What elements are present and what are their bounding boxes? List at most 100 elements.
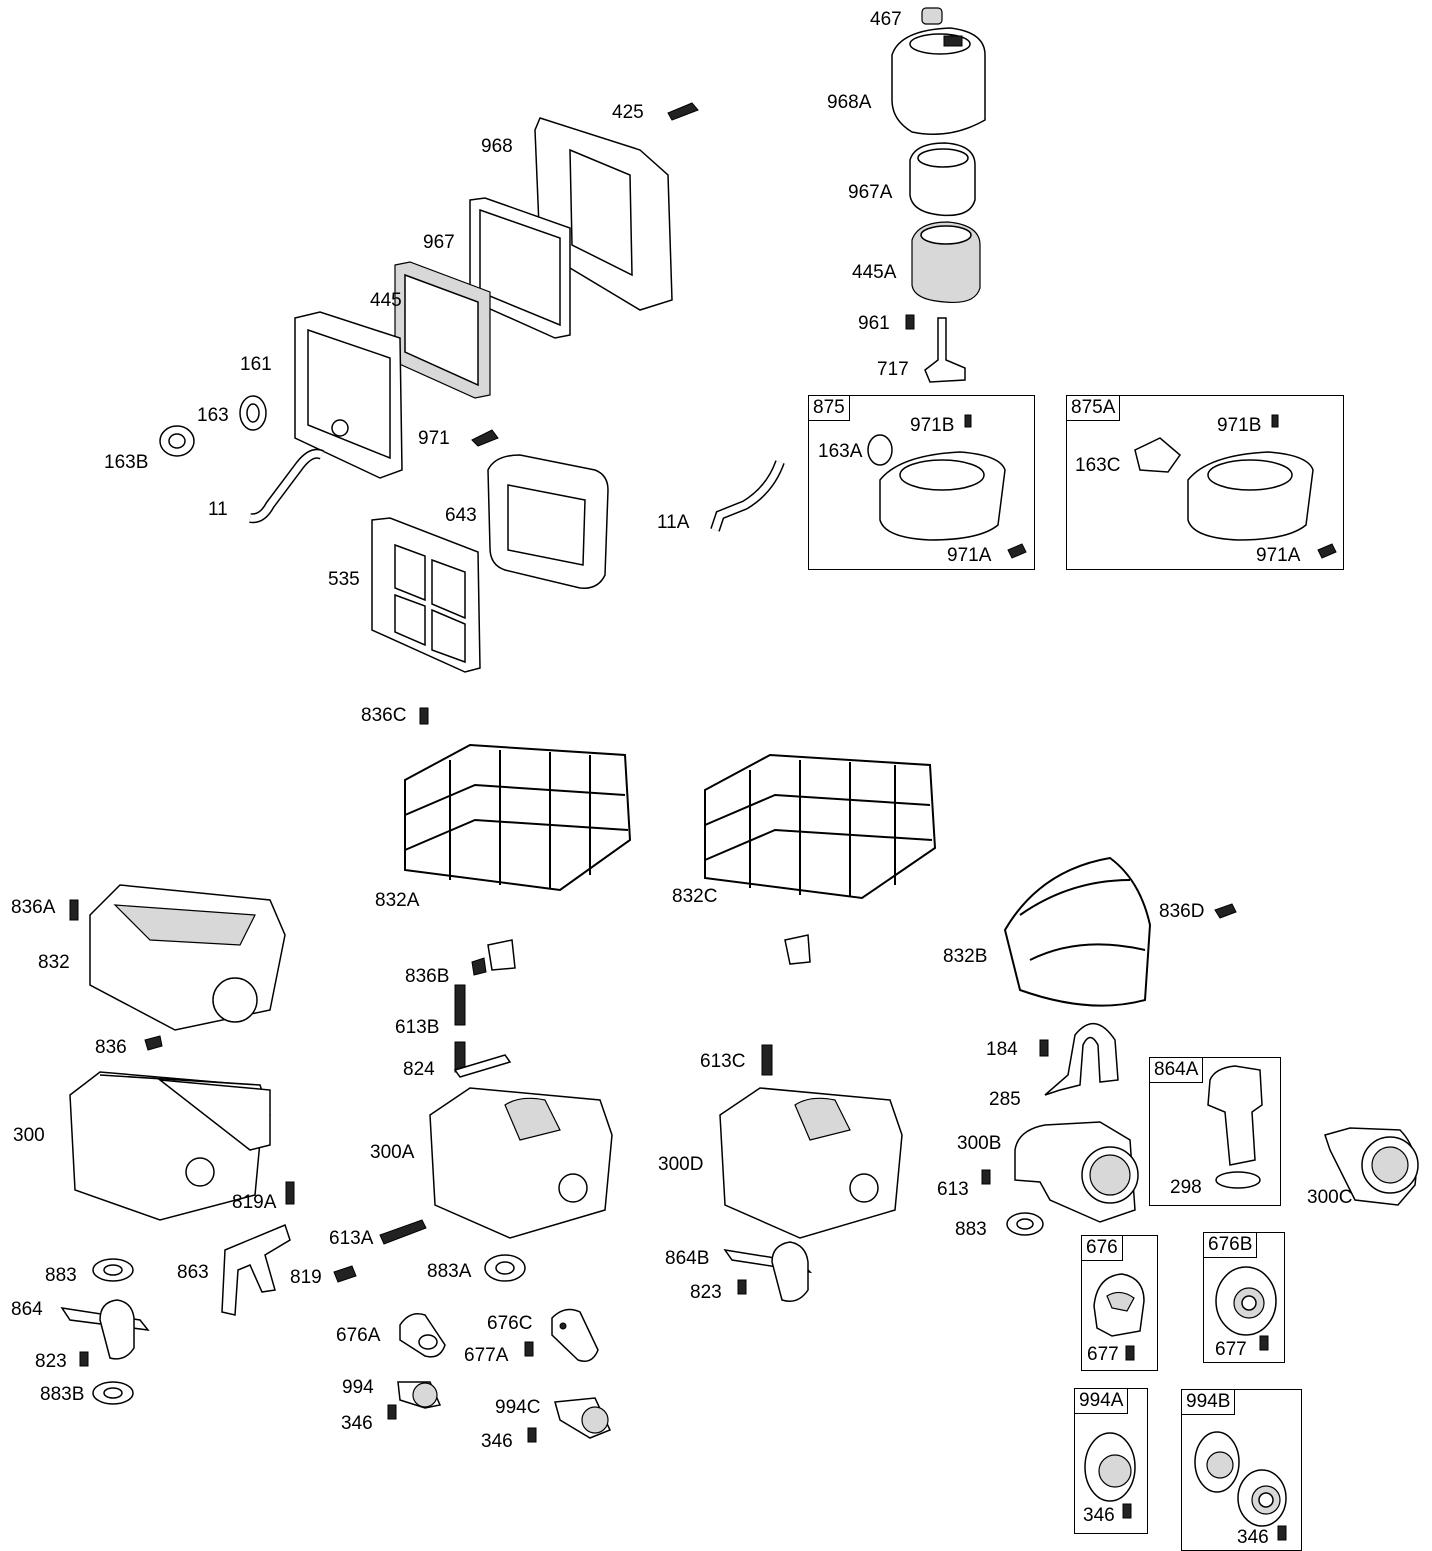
- callout-425: 425: [612, 102, 644, 123]
- group-box-676: 676: [1081, 1235, 1158, 1371]
- part-971-screw-drawing: [471, 429, 499, 447]
- group-box-864A: 864A: [1149, 1057, 1281, 1206]
- part-883-gasket-drawing: [981, 1169, 1044, 1236]
- part-994B-arrestor-drawing: [1194, 1431, 1287, 1541]
- callout-824: 824: [403, 1059, 435, 1080]
- part-883B-gasket-drawing: [92, 1381, 134, 1405]
- callout-184: 184: [986, 1039, 1018, 1060]
- callout-467: 467: [870, 9, 902, 30]
- part-300C-muffler-drawing: [1324, 1127, 1419, 1206]
- part-883A-gasket-drawing: [484, 1254, 526, 1282]
- callout-445: 445: [370, 290, 402, 311]
- callout-445A: 445A: [852, 262, 897, 283]
- callout-613: 613: [937, 1179, 969, 1200]
- callout-300B: 300B: [957, 1133, 1002, 1154]
- part-467-cap-drawing: [921, 7, 943, 25]
- part-643-foam-drawing: [487, 454, 609, 589]
- part-11-tube-drawing: [249, 448, 325, 524]
- part-832C-cage-drawing: [704, 753, 937, 965]
- callout-968A: 968A: [827, 92, 872, 113]
- part-717-bracket-drawing: [924, 317, 966, 383]
- group-box-875A: 875A: [1066, 395, 1344, 570]
- group-tag-864A: 864A: [1149, 1057, 1204, 1083]
- callout-163C: 163C: [1075, 455, 1121, 476]
- callout-971: 971: [418, 428, 450, 449]
- part-161-base-drawing: [294, 311, 403, 479]
- part-863-bracket-drawing: [221, 1181, 357, 1316]
- callout-11: 11: [208, 499, 228, 520]
- part-300B-muffler-drawing: [1014, 1023, 1139, 1223]
- callout-643: 643: [445, 505, 477, 526]
- part-961-screw-drawing: [905, 314, 915, 330]
- part-677A-screw-drawing: [524, 1341, 534, 1357]
- group-tag-676: 676: [1081, 1235, 1123, 1261]
- callout-535: 535: [328, 569, 360, 590]
- callout-163A: 163A: [818, 441, 863, 462]
- callout-863: 863: [177, 1262, 209, 1283]
- callout-832A: 832A: [375, 890, 420, 911]
- callout-676C: 676C: [487, 1313, 533, 1334]
- part-163-gasket-drawing: [239, 395, 267, 431]
- callout-677-b: 677: [1215, 1339, 1247, 1360]
- part-676B-deflector-drawing: [1215, 1266, 1277, 1351]
- callout-300: 300: [13, 1125, 45, 1146]
- group-tag-875: 875: [808, 395, 850, 421]
- callout-163B: 163B: [104, 452, 149, 473]
- part-425-bolt-drawing: [667, 102, 699, 121]
- callout-994: 994: [342, 1377, 374, 1398]
- callout-613A: 613A: [329, 1228, 374, 1249]
- callout-11A: 11A: [657, 512, 690, 533]
- part-967A-prefilter-drawing: [909, 142, 976, 217]
- part-883-left-gasket-drawing: [92, 1258, 134, 1282]
- group-tag-676B: 676B: [1203, 1232, 1258, 1258]
- callout-298: 298: [1170, 1177, 1202, 1198]
- callout-836D: 836D: [1159, 901, 1205, 922]
- callout-285: 285: [989, 1089, 1021, 1110]
- callout-300A: 300A: [370, 1142, 415, 1163]
- group-tag-994B: 994B: [1181, 1389, 1236, 1415]
- part-875-housing-drawing: [867, 414, 1027, 559]
- group-box-875: 875: [808, 395, 1035, 570]
- part-300A-muffler-drawing: [379, 1041, 613, 1245]
- callout-864B: 864B: [665, 1248, 710, 1269]
- part-832B-cage-drawing: [1003, 856, 1237, 1007]
- callout-161: 161: [240, 354, 272, 375]
- callout-346-b: 346: [481, 1431, 513, 1452]
- callout-961: 961: [858, 313, 890, 334]
- part-445A-filter-drawing: [911, 221, 981, 304]
- callout-968: 968: [481, 136, 513, 157]
- part-968A-cover-drawing: [891, 27, 986, 135]
- part-967-filter-drawing: [469, 197, 571, 339]
- part-163B-gasket-drawing: [159, 425, 195, 457]
- callout-971B-b: 971B: [1217, 415, 1262, 436]
- callout-994C: 994C: [495, 1397, 541, 1418]
- callout-346-c: 346: [1083, 1505, 1115, 1526]
- callout-883B: 883B: [40, 1384, 85, 1405]
- part-864A-elbow-drawing: [1207, 1065, 1263, 1189]
- callout-967: 967: [423, 232, 455, 253]
- part-875A-housing-drawing: [1134, 414, 1337, 559]
- callout-346-d: 346: [1237, 1527, 1269, 1548]
- part-864-flange-drawing: [60, 1299, 150, 1367]
- group-tag-994A: 994A: [1074, 1388, 1129, 1414]
- part-184-screw-drawing: [1039, 1039, 1049, 1057]
- part-676-deflector-drawing: [1093, 1273, 1145, 1361]
- callout-967A: 967A: [848, 182, 893, 203]
- callout-971A-a: 971A: [947, 545, 992, 566]
- group-tag-875A: 875A: [1066, 395, 1121, 421]
- callout-717: 717: [877, 359, 909, 380]
- callout-823-right: 823: [690, 1282, 722, 1303]
- callout-613B: 613B: [395, 1017, 440, 1038]
- part-994C-arrestor-drawing: [527, 1397, 612, 1443]
- callout-676A: 676A: [336, 1325, 381, 1346]
- callout-836B: 836B: [405, 966, 450, 987]
- part-445-filter-drawing: [394, 261, 491, 399]
- callout-832C: 832C: [672, 886, 718, 907]
- callout-832: 832: [38, 952, 70, 973]
- part-824-plate-drawing: [453, 1054, 512, 1078]
- callout-883-right: 883: [955, 1219, 987, 1240]
- part-994-arrestor-drawing: [387, 1381, 442, 1420]
- part-994A-arrestor-drawing: [1084, 1432, 1136, 1519]
- part-676C-deflector-drawing: [551, 1308, 599, 1362]
